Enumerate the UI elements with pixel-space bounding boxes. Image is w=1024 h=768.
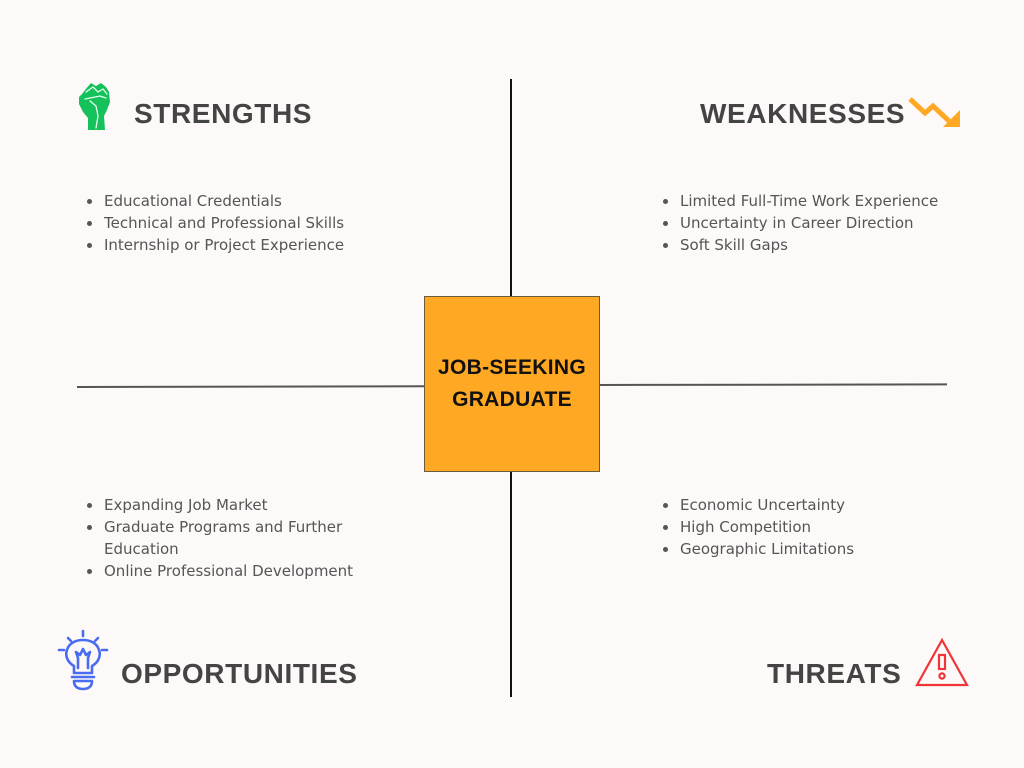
list-item: Educational Credentials xyxy=(81,190,371,212)
list-item: Soft Skill Gaps xyxy=(657,234,957,256)
threats-heading: THREATS xyxy=(767,658,902,689)
list-item: Graduate Programs and Further Education xyxy=(81,516,371,560)
trending-down-icon xyxy=(907,96,963,130)
opportunities-heading: OPPORTUNITIES xyxy=(121,658,358,689)
opportunities-list: Expanding Job Market Graduate Programs a… xyxy=(81,494,371,582)
weaknesses-list: Limited Full-Time Work Experience Uncert… xyxy=(657,190,957,256)
center-subject-box: JOB-SEEKING GRADUATE xyxy=(424,296,600,472)
horizontal-divider-right xyxy=(598,383,948,386)
lightbulb-icon xyxy=(56,628,110,692)
weaknesses-heading: WEAKNESSES xyxy=(700,98,906,129)
threats-list: Economic Uncertainty High Competition Ge… xyxy=(657,494,957,560)
list-item: Internship or Project Experience xyxy=(81,234,371,256)
list-item: Online Professional Development xyxy=(81,560,371,582)
list-item: Uncertainty in Career Direction xyxy=(657,212,957,234)
list-item: Limited Full-Time Work Experience xyxy=(657,190,957,212)
warning-triangle-icon xyxy=(914,638,970,688)
strengths-heading: STRENGTHS xyxy=(134,98,313,129)
center-title-line1: JOB-SEEKING xyxy=(438,356,586,379)
horizontal-divider-left xyxy=(76,385,426,388)
list-item: Expanding Job Market xyxy=(81,494,371,516)
raised-fist-icon xyxy=(76,80,114,132)
list-item: High Competition xyxy=(657,516,957,538)
strengths-list: Educational Credentials Technical and Pr… xyxy=(81,190,371,256)
list-item: Technical and Professional Skills xyxy=(81,212,371,234)
center-title-line2: GRADUATE xyxy=(452,388,572,411)
list-item: Geographic Limitations xyxy=(657,538,957,560)
list-item: Economic Uncertainty xyxy=(657,494,957,516)
